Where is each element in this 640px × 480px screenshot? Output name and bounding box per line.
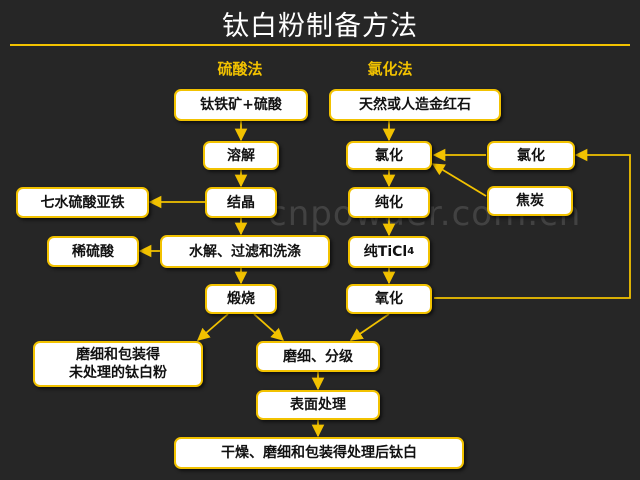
node-untreated-product: 磨细和包装得 未处理的钛白粉 xyxy=(33,341,203,387)
node-crystallize: 结晶 xyxy=(205,187,277,218)
node-coke: 焦炭 xyxy=(487,186,573,216)
node-ilmenite-acid: 钛铁矿+硫酸 xyxy=(174,89,308,121)
node-purify: 纯化 xyxy=(348,187,430,218)
node-rutile: 天然或人造金红石 xyxy=(329,89,501,121)
arrow-coke-to-chlorinate xyxy=(431,163,487,197)
arrow-oxidize-to-grind xyxy=(349,313,390,341)
arrow-recycle-to-chlorine xyxy=(434,148,631,299)
node-calcine: 煅烧 xyxy=(205,284,277,314)
node-grind-classify: 磨细、分级 xyxy=(256,341,380,372)
chloride-process-label: 氯化法 xyxy=(367,60,413,78)
node-surface-treat: 表面处理 xyxy=(256,390,380,420)
untreated-line-2: 未处理的钛白粉 xyxy=(69,365,167,381)
node-oxidize: 氧化 xyxy=(346,284,432,314)
node-final-product: 干燥、磨细和包装得处理后钛白 xyxy=(174,437,464,469)
arrow-calcine-to-grind xyxy=(253,313,284,341)
ticl4-main: 纯TiCl xyxy=(363,244,408,260)
node-dissolve: 溶解 xyxy=(203,141,279,170)
page-title: 钛白粉制备方法 xyxy=(222,11,418,42)
ticl4-subscript: 4 xyxy=(407,246,415,257)
node-hydrolysis: 水解、过滤和洗涤 xyxy=(160,235,330,268)
node-dilute-acid: 稀硫酸 xyxy=(47,236,139,267)
node-chlorinate: 氯化 xyxy=(346,141,432,170)
sulfate-process-label: 硫酸法 xyxy=(217,60,263,78)
node-chlorine: 氯化 xyxy=(487,141,575,170)
arrow-calcine-to-untreated xyxy=(197,313,229,341)
untreated-line-1: 磨细和包装得 xyxy=(76,347,160,363)
node-ferrous-sulfate: 七水硫酸亚铁 xyxy=(16,187,149,218)
title-divider xyxy=(10,44,630,46)
